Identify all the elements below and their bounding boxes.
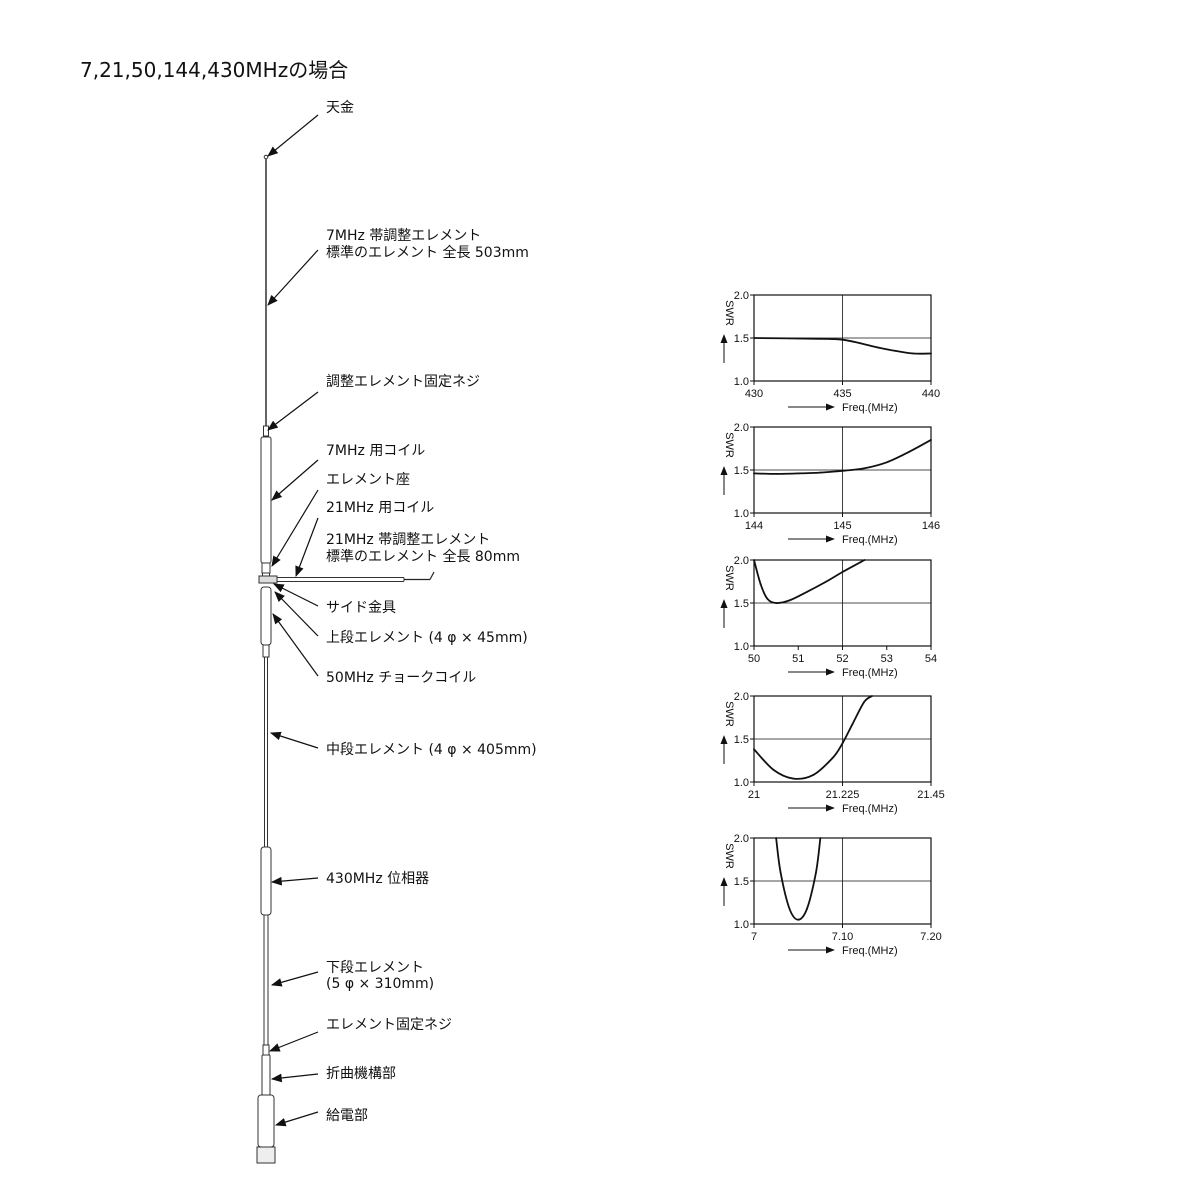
label-element-fix-screw: エレメント固定ネジ <box>326 1017 452 1033</box>
y-axis-label: SWR <box>723 565 735 591</box>
leader-arrows <box>267 114 319 1127</box>
x-tick-label: 7.10 <box>832 931 853 943</box>
swr-chart-5: 1.0 1.5 2.0 7 7.10 7.20 SWR Freq.(MHz) <box>720 833 942 957</box>
label-top-cap: 天金 <box>326 100 354 116</box>
label-430mhz-phaser: 430MHz 位相器 <box>326 871 429 887</box>
top-cap-ball <box>263 154 269 160</box>
x-tick-label: 54 <box>925 653 937 665</box>
choke-coil-body <box>262 644 270 658</box>
y-tick-label: 1.0 <box>734 777 749 789</box>
x-axis-label: Freq.(MHz) <box>842 945 898 957</box>
x-tick-label: 7.20 <box>920 931 941 943</box>
antenna-drawing <box>256 154 435 1164</box>
y-tick-label: 1.0 <box>734 919 749 931</box>
label-21mhz-coil: 21MHz 用コイル <box>326 500 434 516</box>
y-tick-label: 1.5 <box>734 465 749 477</box>
feed-body <box>257 1094 275 1148</box>
y-tick-label: 1.0 <box>734 641 749 653</box>
label-50mhz-choke: 50MHz チョークコイル <box>326 670 476 686</box>
x-tick-label: 144 <box>745 520 763 532</box>
y-axis-label: SWR <box>723 432 735 458</box>
phaser-body <box>260 846 272 916</box>
y-tick-label: 1.5 <box>734 876 749 888</box>
upper-element-body <box>260 586 272 646</box>
label-21mhz-adjust-element: 21MHz 帯調整エレメント標準のエレメント 全長 80mm <box>326 532 520 565</box>
21mhz-element-body <box>276 577 405 582</box>
side-bracket-body <box>258 575 278 584</box>
x-tick-label: 430 <box>745 388 763 400</box>
lower-element-body <box>263 914 269 1046</box>
swr-curve <box>753 337 932 355</box>
middle-element-body <box>264 656 268 848</box>
part-labels: 天金 7MHz 帯調整エレメント標準のエレメント 全長 503mm 調整エレメン… <box>326 100 537 1124</box>
element-seat-body <box>261 562 271 574</box>
x-tick-label: 435 <box>833 388 851 400</box>
x-axis-label: Freq.(MHz) <box>842 803 898 815</box>
swr-chart-4: 1.0 1.5 2.0 21 21.225 21.45 SWR Freq.(MHz) <box>720 691 945 815</box>
swr-chart-2: 1.0 1.5 2.0 144 145 146 SWR Freq.(MHz) <box>720 422 940 546</box>
label-folding-mechanism: 折曲機構部 <box>326 1066 396 1082</box>
label-lower-element: 下段エレメント(5 φ × 310mm) <box>326 960 434 992</box>
y-tick-label: 1.5 <box>734 333 749 345</box>
y-tick-label: 1.5 <box>734 598 749 610</box>
y-tick-label: 1.0 <box>734 376 749 388</box>
y-axis-label: SWR <box>723 701 735 727</box>
label-element-seat: エレメント座 <box>326 472 410 488</box>
series-points <box>753 559 866 604</box>
x-tick-label: 145 <box>833 520 851 532</box>
swr-curve <box>753 439 932 475</box>
swr-curve <box>753 695 873 780</box>
x-tick-label: 21.45 <box>917 789 945 801</box>
7mhz-coil-body <box>260 436 272 564</box>
swr-curve <box>775 837 822 921</box>
x-tick-label: 146 <box>922 520 940 532</box>
fix-screw-body <box>262 1044 270 1056</box>
label-adjust-element-screw: 調整エレメント固定ネジ <box>326 374 480 390</box>
label-side-bracket: サイド金具 <box>326 600 396 616</box>
swr-curve <box>753 559 866 604</box>
x-tick-label: 51 <box>792 653 804 665</box>
y-tick-label: 1.0 <box>734 508 749 520</box>
page-title: 7,21,50,144,430MHzの場合 <box>80 58 349 82</box>
label-middle-element: 中段エレメント (4 φ × 405mm) <box>326 742 537 758</box>
x-axis-label: Freq.(MHz) <box>842 667 898 679</box>
x-axis-label: Freq.(MHz) <box>842 534 898 546</box>
y-tick-label: 2.0 <box>734 691 749 703</box>
y-tick-label: 2.0 <box>734 290 749 302</box>
label-feed-section: 給電部 <box>326 1108 368 1124</box>
y-tick-label: 1.5 <box>734 734 749 746</box>
swr-chart-1: 1.0 1.5 2.0 430 435 440 SWR Freq.(MHz) <box>720 290 940 414</box>
adjust-screw-body <box>263 425 269 437</box>
y-tick-label: 2.0 <box>734 555 749 567</box>
x-axis-label: Freq.(MHz) <box>842 402 898 414</box>
x-tick-label: 21 <box>748 789 760 801</box>
x-tick-label: 21.225 <box>826 789 860 801</box>
y-tick-label: 2.0 <box>734 422 749 434</box>
label-upper-element: 上段エレメント (4 φ × 45mm) <box>326 630 528 646</box>
feed-base <box>256 1146 276 1164</box>
y-axis-label: SWR <box>723 300 735 326</box>
x-tick-label: 7 <box>751 931 757 943</box>
label-7mhz-coil: 7MHz 用コイル <box>326 443 425 459</box>
x-tick-label: 53 <box>881 653 893 665</box>
y-tick-label: 2.0 <box>734 833 749 845</box>
x-tick-label: 440 <box>922 388 940 400</box>
x-tick-label: 52 <box>836 653 848 665</box>
swr-chart-3: 1.0 1.5 2.0 50 51 52 53 54 SWR Freq.(MHz) <box>720 555 937 679</box>
y-axis-label: SWR <box>723 843 735 869</box>
fold-body <box>261 1054 271 1096</box>
label-7mhz-adjust-element: 7MHz 帯調整エレメント標準のエレメント 全長 503mm <box>326 228 529 261</box>
x-tick-label: 50 <box>748 653 760 665</box>
